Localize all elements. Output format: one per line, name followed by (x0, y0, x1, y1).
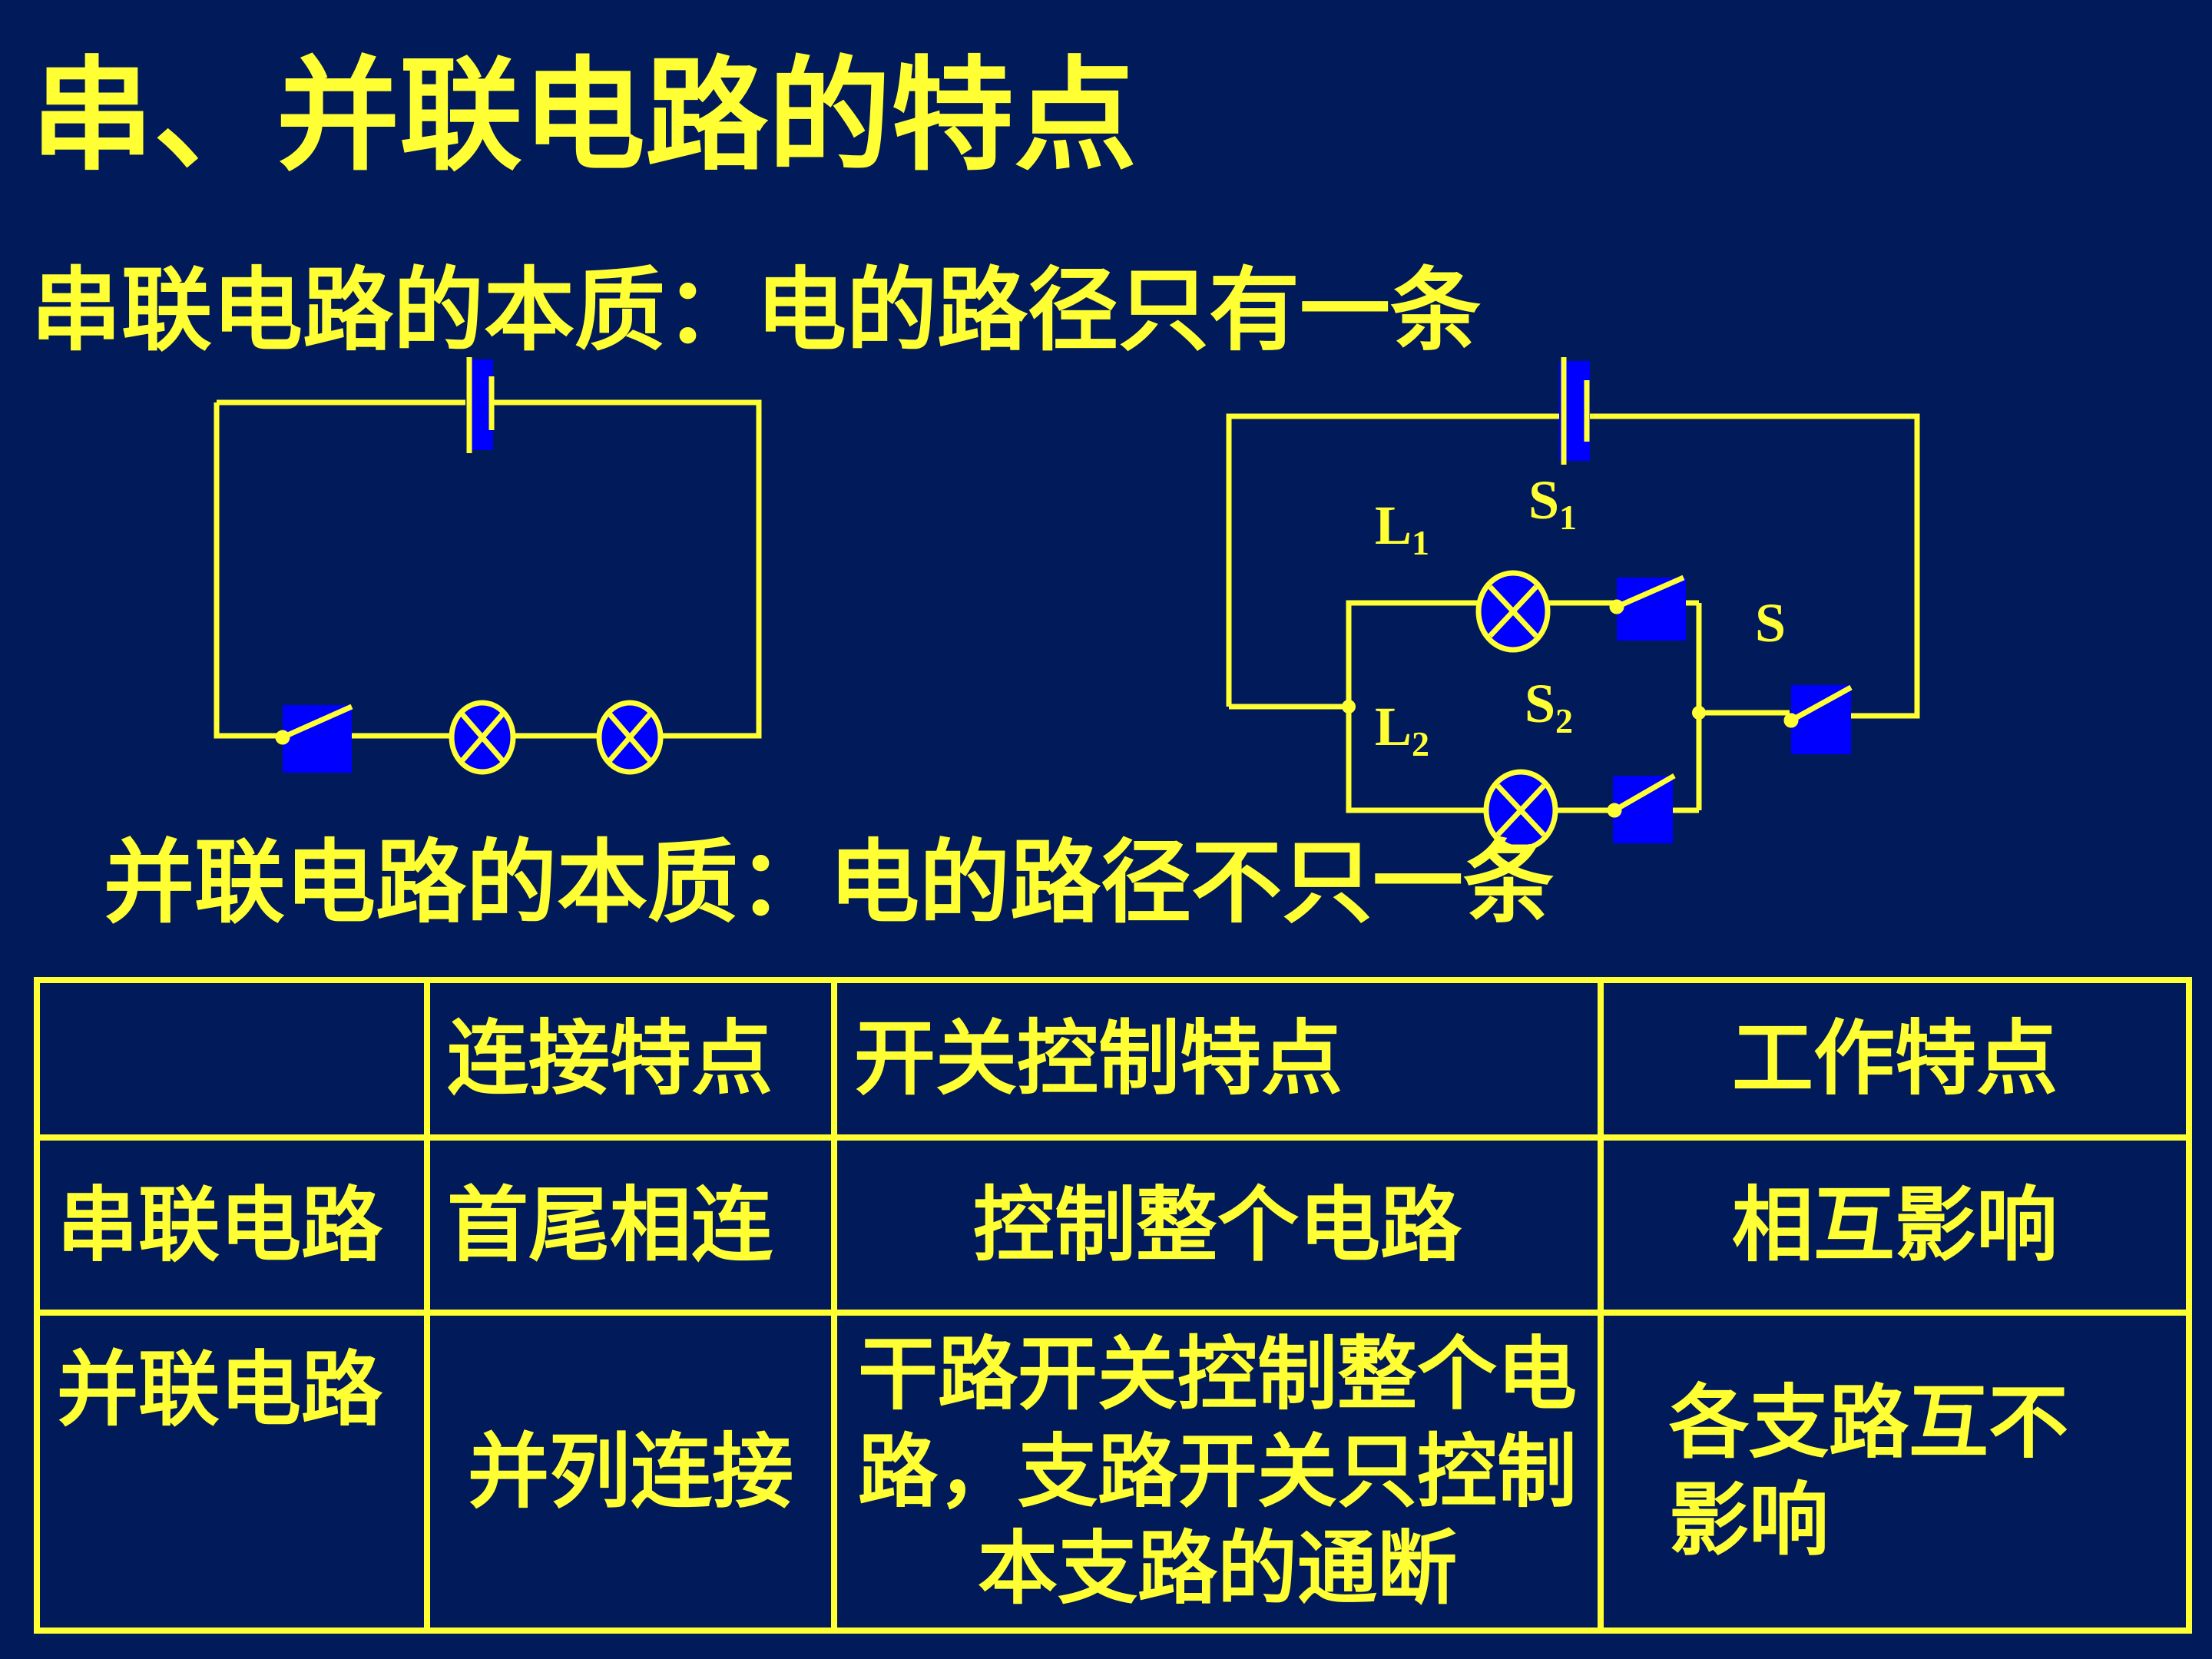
table-header-row: 连接特点 开关控制特点 工作特点 (34, 977, 2192, 1141)
row-switch-control: 控制整个电路 (831, 1134, 1604, 1316)
branch2-wire (1346, 707, 1486, 813)
series-lamp-1 (449, 700, 516, 775)
header-cell-empty (34, 977, 430, 1141)
switch-s2 (1607, 773, 1676, 843)
comparison-table: 连接特点 开关控制特点 工作特点 串联电路 首尾相连 控制整个电路 相互影响 并… (34, 977, 2192, 1634)
series-lamp-2 (596, 700, 664, 775)
component-labels: L1 S1 S L2 S2 (1375, 469, 1786, 763)
branch1-wire (1346, 600, 1479, 707)
main-wire (1590, 413, 1920, 719)
series-switch (275, 704, 353, 773)
parallel-battery (1559, 357, 1590, 465)
row-work: 各支路互不影响 (1598, 1310, 2192, 1634)
label-s2: S2 (1525, 673, 1573, 740)
comparison-table-wrap: 连接特点 开关控制特点 工作特点 串联电路 首尾相连 控制整个电路 相互影响 并… (34, 977, 2192, 1634)
row-name: 并联电路 (34, 1310, 430, 1634)
main-wire (1226, 413, 1559, 707)
lamp-l2 (1483, 769, 1558, 852)
series-wire (214, 402, 280, 739)
row-switch-control: 干路开关控制整个电路，支路开关只控制本支路的通断 (831, 1310, 1604, 1634)
header-connection: 连接特点 (424, 977, 837, 1141)
circuit-diagrams: L1 S1 S L2 S2 (214, 357, 1920, 852)
table-row: 并联电路 并列连接 干路开关控制整个电路，支路开关只控制本支路的通断 各支路互不… (34, 1310, 2192, 1634)
header-switch-control: 开关控制特点 (831, 977, 1604, 1141)
parallel-circuit (1226, 357, 1920, 852)
switch-s (1783, 684, 1853, 754)
series-essence-text: 串联电路的本质：电的路径只有一条 (31, 257, 1482, 363)
switch-s1 (1609, 575, 1686, 641)
header-work: 工作特点 (1598, 977, 2192, 1141)
series-battery (466, 357, 495, 453)
parallel-essence-text: 并联电路的本质：电的路径不只一条 (104, 829, 1555, 935)
label-l1: L1 (1375, 495, 1429, 562)
row-connection: 并列连接 (424, 1310, 837, 1634)
label-s: S (1755, 592, 1786, 654)
row-connection: 首尾相连 (424, 1134, 837, 1316)
series-wire (492, 399, 762, 739)
row-name: 串联电路 (34, 1134, 430, 1316)
series-circuit (214, 357, 762, 775)
lamp-l1 (1475, 570, 1551, 653)
table-row: 串联电路 首尾相连 控制整个电路 相互影响 (34, 1134, 2192, 1316)
label-s1: S1 (1528, 469, 1577, 537)
row-work: 相互影响 (1598, 1134, 2192, 1316)
label-l2: L2 (1375, 696, 1429, 763)
page-title: 串、并联电路的特点 (31, 43, 1137, 187)
